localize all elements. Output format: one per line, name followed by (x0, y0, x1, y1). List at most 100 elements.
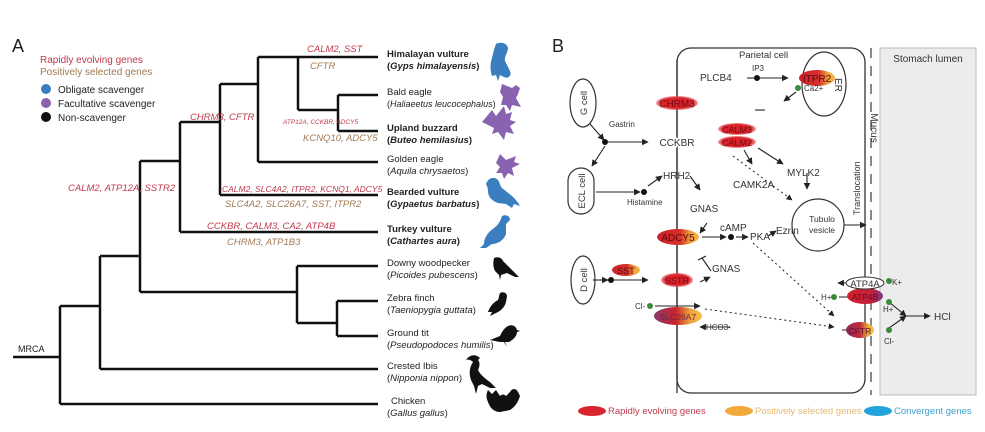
pka-label: PKA (750, 232, 770, 243)
stomach-lumen-region (879, 47, 977, 396)
histamine-label: Histamine (627, 198, 663, 207)
gene-adcy5: ADCY5 (657, 229, 699, 245)
camk2a-label: CAMK2A (733, 180, 774, 191)
nonscavenger-dot-icon (41, 112, 51, 122)
taxon-golden-eagle: Golden eagle(Aquila chrysaetos) (387, 154, 468, 177)
taxon-crested-ibis: Crested Ibis(Nipponia nippon) (387, 361, 462, 384)
gastrin-label: Gastrin (609, 120, 635, 129)
atp4a-label: ATP4A (850, 279, 880, 290)
translocation-label: Translocation (852, 161, 862, 215)
ecl-cell (567, 167, 595, 215)
taxon-chicken: Chicken(Gallus gallus) (387, 396, 448, 419)
chicken-silhouette-icon (486, 389, 520, 420)
atp4a-ellipse (845, 276, 885, 290)
er-outline (801, 51, 847, 117)
taxon-bearded-vulture: Bearded vulture(Gypaetus barbatus) (387, 187, 479, 210)
taxa-labels: Himalayan vulture(Gyps himalayensis) Bal… (387, 49, 496, 419)
vulture-silhouette-icon (490, 42, 511, 81)
legend-nonscavenger: Non-scavenger (58, 113, 126, 124)
legend-rapid-text: Rapidly evolving genes (40, 55, 143, 66)
gene-atp4b: ATP4B (847, 288, 883, 304)
branch-label-buzzard-positive: KCNQ10, ADCY5 (303, 133, 378, 144)
mrca-label: MRCA (18, 344, 45, 354)
svg-text:(Gyps himalayensis): (Gyps himalayensis) (387, 61, 479, 72)
turkey-vulture-silhouette-icon (480, 215, 510, 252)
branch-label-bearded-rapid: CALM2, SLC4A2, ITPR2, KCNQ1, ADCY5 (222, 184, 383, 194)
svg-text:Downy woodpecker: Downy woodpecker (387, 258, 470, 269)
taxon-himalayan-vulture: Himalayan vulture(Gyps himalayensis) (387, 49, 479, 72)
branch-label-turkey-positive: CHRM3, ATP1B3 (227, 237, 301, 248)
taxon-downy-woodpecker: Downy woodpecker(Picoides pubescens) (387, 258, 478, 281)
legend-positive: Positively selected genes (725, 406, 862, 417)
g-cell (569, 78, 597, 128)
svg-text:Chicken: Chicken (391, 396, 425, 407)
gene-calm3: CALM3 (718, 123, 756, 135)
gene-cftr: CFTR (846, 322, 874, 338)
legend-rapid: Rapidly evolving genes (578, 406, 706, 417)
gene-ellipses: CHRM3 ITPR2 CALM3 CALM2 ADCY5 SST SSTR S… (612, 70, 883, 338)
gene-sstr: SSTR (661, 273, 693, 287)
ibis-silhouette-icon (466, 355, 496, 394)
svg-text:CHRM3: CHRM3 (659, 99, 695, 110)
d-cell-label: D cell (579, 268, 590, 292)
svg-text:(Buteo hemilasius): (Buteo hemilasius) (387, 135, 472, 146)
legend-obligate: Obligate scavenger (58, 85, 145, 96)
tubulo-label: Tubulo (809, 214, 835, 224)
mylk2-label: MYLK2 (787, 168, 820, 179)
branch-label-accipitridae-rapid: CHRM3, CFTR (190, 112, 255, 123)
legend-facultative: Facultative scavenger (58, 99, 156, 110)
inhibition-line (701, 257, 712, 272)
svg-text:ITPR2: ITPR2 (803, 74, 832, 85)
g-cell-label: G cell (579, 91, 590, 115)
parietal-cell-label: Parietal cell (739, 50, 788, 61)
branch-label-himalayan-rapid: CALM2, SST (307, 44, 364, 55)
svg-text:CALM3: CALM3 (722, 125, 752, 135)
finch-silhouette-icon (488, 292, 507, 316)
plcb4-label: PLCB4 (700, 73, 732, 84)
ca2-label: Ca2+ (804, 84, 824, 93)
svg-text:CFTR: CFTR (849, 326, 872, 336)
h-plus-out-label: H+ (883, 305, 894, 314)
branch-label-himalayan-positive: CFTR (310, 61, 335, 72)
h-plus-in-label: H+ (821, 293, 832, 302)
svg-text:Crested Ibis: Crested Ibis (387, 361, 438, 372)
svg-text:Ground tit: Ground tit (387, 328, 429, 339)
svg-text:SLC26A7: SLC26A7 (660, 312, 697, 322)
gnas-label-1: GNAS (690, 204, 719, 215)
svg-text:Turkey vulture: Turkey vulture (387, 224, 452, 235)
cl-out-label: Cl- (884, 337, 895, 346)
svg-text:Convergent genes: Convergent genes (894, 406, 972, 417)
panel-b-label: B (552, 36, 564, 56)
ecl-cell-label: ECL cell (577, 173, 588, 208)
gene-slc26a7: SLC26A7 (654, 307, 702, 325)
mucus-label: Mucus (868, 113, 879, 142)
svg-text:Upland buzzard: Upland buzzard (387, 123, 458, 134)
er-label: ER (832, 78, 843, 92)
svg-text:(Aquila chrysaetos): (Aquila chrysaetos) (387, 166, 468, 177)
cl-in-label: Cl- (635, 302, 646, 311)
taxon-ground-tit: Ground tit(Pseudopodoces humilis) (387, 328, 494, 351)
svg-text:(Nipponia nippon): (Nipponia nippon) (387, 373, 462, 384)
hco3-label: HCO3- (706, 323, 731, 332)
golden-eagle-silhouette-icon (496, 154, 520, 179)
camp-label: cAMP (720, 223, 747, 234)
svg-text:(Pseudopodoces humilis): (Pseudopodoces humilis) (387, 340, 494, 351)
gene-sst: SST (612, 264, 640, 276)
vesicle-label: vesicle (809, 225, 835, 235)
svg-text:(Cathartes aura): (Cathartes aura) (387, 236, 460, 247)
taxon-bald-eagle: Bald eagle(Haliaeetus leucocephalus) (387, 87, 496, 109)
cckbr-label: CCKBR (659, 138, 694, 149)
k-plus-label: K+ (892, 278, 902, 287)
svg-text:(Taeniopygia guttata): (Taeniopygia guttata) (387, 305, 476, 316)
bird-silhouettes (466, 42, 521, 420)
svg-text:Zebra finch: Zebra finch (387, 293, 435, 304)
buzzard-silhouette-icon (482, 106, 516, 140)
svg-text:Golden eagle: Golden eagle (387, 154, 444, 165)
svg-text:CALM2: CALM2 (722, 138, 752, 148)
taxon-zebra-finch: Zebra finch(Taeniopygia guttata) (387, 293, 476, 316)
hrh2-label: HRH2 (663, 171, 691, 182)
gene-chrm3: CHRM3 (656, 96, 698, 110)
ip3-label: IP3 (752, 64, 765, 73)
bearded-vulture-silhouette-icon (486, 177, 520, 208)
